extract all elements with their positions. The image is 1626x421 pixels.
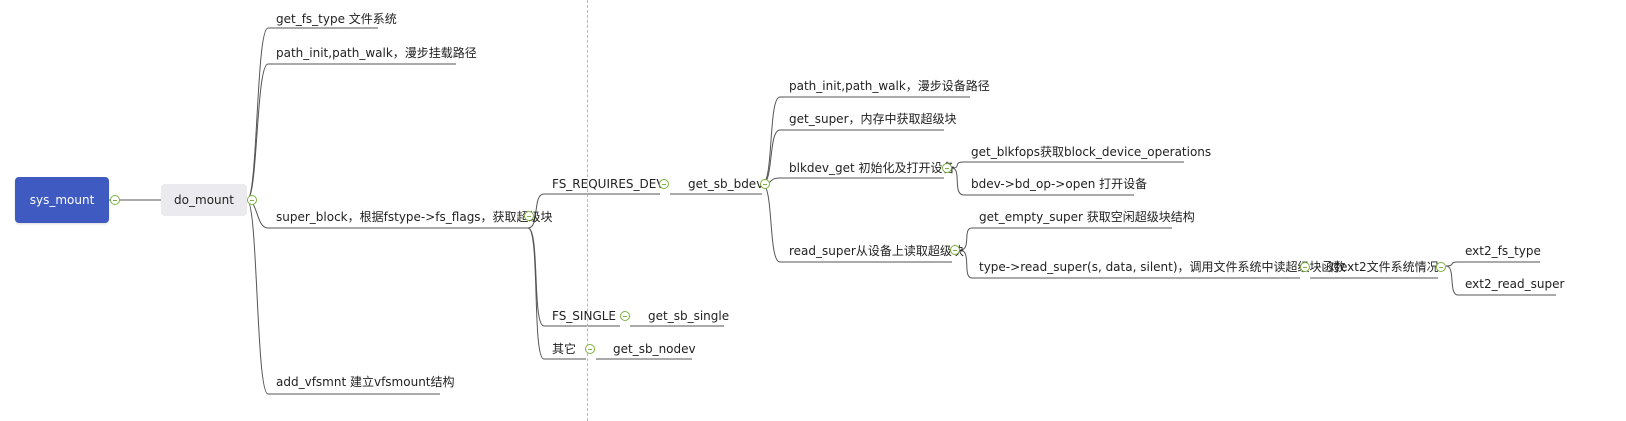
fs-single-collapse-toggle[interactable] [620,311,630,321]
node-get-sb-single[interactable]: get_sb_single [648,309,730,323]
node-get-sb-bdev[interactable]: get_sb_bdev [688,177,764,191]
node-other[interactable]: 其它 [552,342,577,356]
do-mount-collapse-toggle[interactable] [247,195,257,205]
super-block-collapse-toggle[interactable] [524,211,534,221]
blkdev-get-collapse-toggle[interactable] [942,163,952,173]
read-super-collapse-toggle[interactable] [950,245,960,255]
node-bd-op-open[interactable]: bdev->bd_op->open 打开设备 [971,177,1148,191]
node-fs-single[interactable]: FS_SINGLE [552,309,617,323]
node-get-fs-type[interactable]: get_fs_type 文件系统 [276,12,397,26]
node-get-blkfops[interactable]: get_blkfops获取block_device_operations [971,145,1212,159]
ext2-case-collapse-toggle[interactable] [1436,262,1446,272]
node-add-vfsmnt[interactable]: add_vfsmnt 建立vfsmount结构 [276,375,455,389]
node-type-read-super[interactable]: type->read_super(s, data, silent)，调用文件系统… [979,260,1346,274]
vertical-guide-line [587,0,588,421]
node-super-block[interactable]: super_block，根据fstype->fs_flags，获取超级块 [276,210,553,224]
node-do-mount[interactable]: do_mount [161,184,247,216]
node-blkdev-get[interactable]: blkdev_get 初始化及打开设备 [789,161,955,175]
node-fs-requires-dev[interactable]: FS_REQUIRES_DEV [552,177,665,191]
root-node-label: sys_mount [29,193,95,207]
do-mount-label: do_mount [174,193,234,207]
other-collapse-toggle[interactable] [585,344,595,354]
fs-requires-dev-collapse-toggle[interactable] [659,179,669,189]
node-get-super[interactable]: get_super，内存中获取超级块 [789,112,957,126]
root-node-sys-mount[interactable]: sys_mount [15,177,109,223]
node-ext2-case[interactable]: 对ext2文件系统情况 [1328,260,1439,274]
type-read-super-collapse-toggle[interactable] [1300,262,1310,272]
node-path-walk-mount[interactable]: path_init,path_walk，漫步挂载路径 [276,46,477,60]
node-path-walk-dev[interactable]: path_init,path_walk，漫步设备路径 [789,79,990,93]
node-read-super[interactable]: read_super从设备上读取超级块 [789,244,964,258]
get-sb-bdev-collapse-toggle[interactable] [760,179,770,189]
node-ext2-fs-type[interactable]: ext2_fs_type [1465,244,1541,258]
node-get-sb-nodev[interactable]: get_sb_nodev [613,342,696,356]
node-ext2-read-super[interactable]: ext2_read_super [1465,277,1565,291]
node-get-empty-super[interactable]: get_empty_super 获取空闲超级块结构 [979,210,1195,224]
root-collapse-toggle[interactable] [110,195,120,205]
